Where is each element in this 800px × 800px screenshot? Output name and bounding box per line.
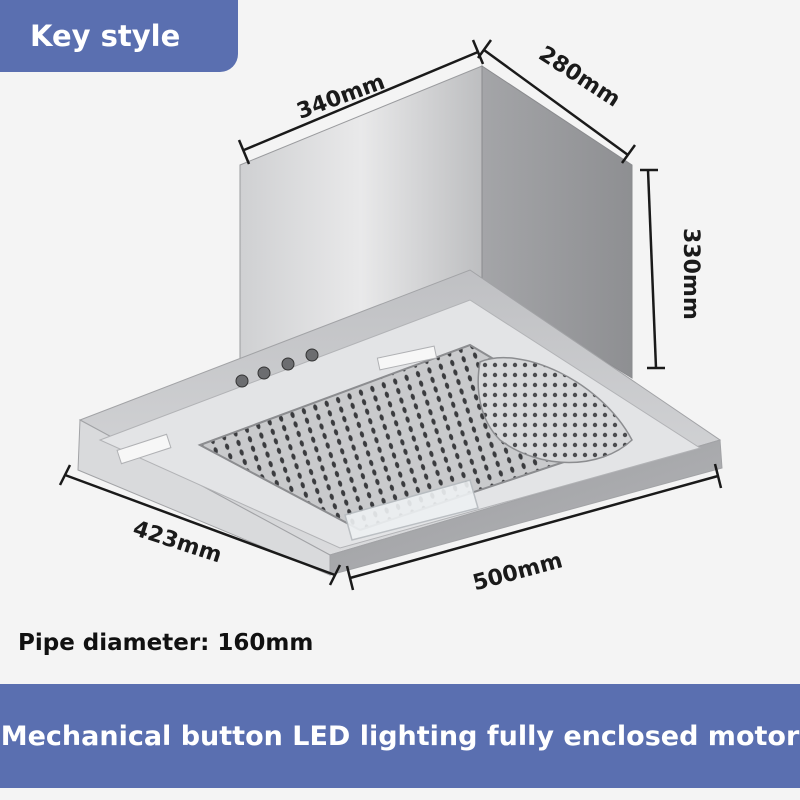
chimney-height-label: 330mm [678, 228, 703, 320]
key-style-label: Key style [30, 19, 181, 53]
key-style-tag: Key style [0, 0, 238, 72]
grease-filter [197, 343, 633, 541]
pipe-diameter-text: Pipe diameter: 160mm [18, 630, 314, 656]
dimension-lines [58, 39, 723, 591]
chimney [239, 65, 633, 379]
range-hood-illustration: 340mm 280mm 330mm 423mm 500mm [58, 39, 723, 596]
button-3[interactable] [281, 357, 295, 371]
button-2[interactable] [257, 366, 271, 380]
mechanical-buttons [235, 348, 319, 388]
feature-banner-text: Mechanical button LED lighting fully enc… [0, 720, 800, 752]
button-1[interactable] [235, 374, 249, 388]
feature-banner: Mechanical button LED lighting fully enc… [0, 684, 800, 788]
chimney-depth-label: 280mm [534, 42, 625, 113]
led-light-right [376, 345, 438, 371]
button-4[interactable] [305, 348, 319, 362]
hood-width-label: 500mm [470, 548, 565, 596]
led-light-left [116, 433, 172, 465]
